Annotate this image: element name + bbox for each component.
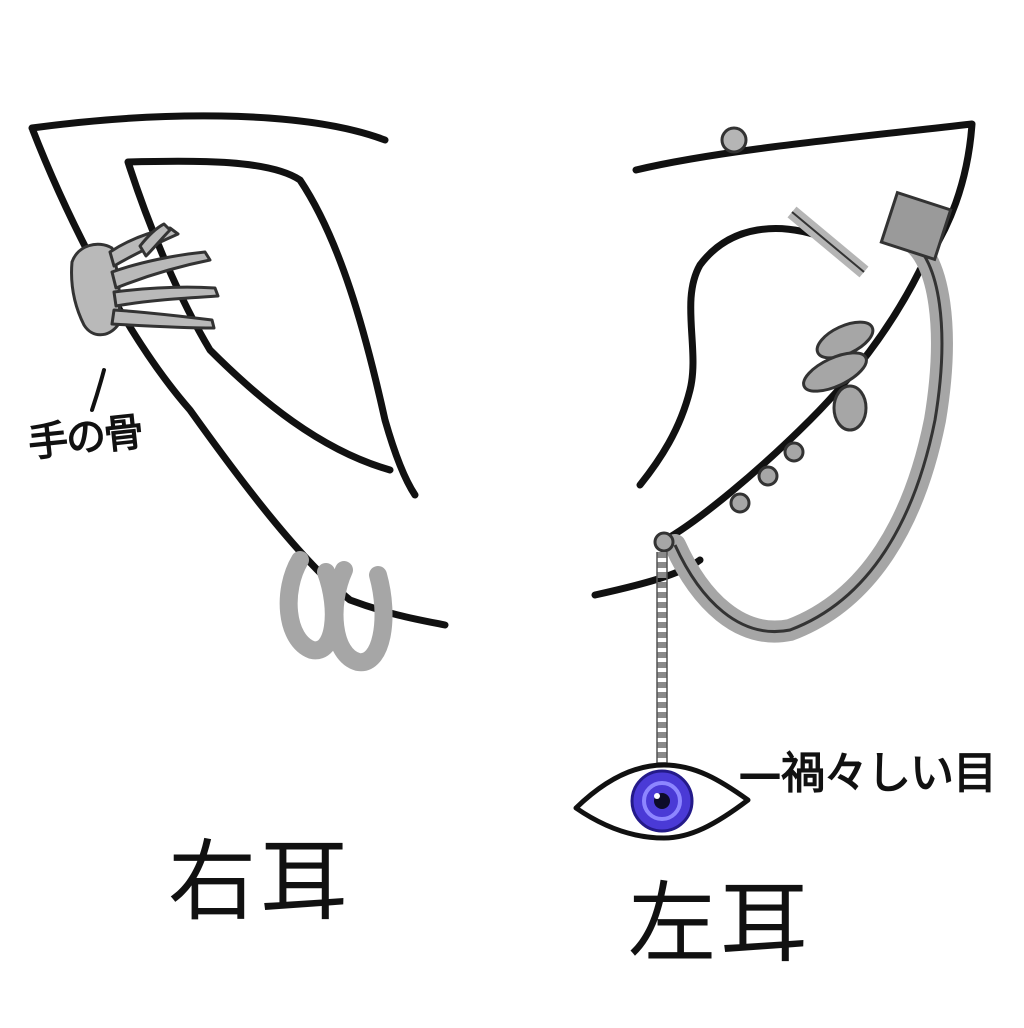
bone-thumb — [138, 222, 172, 258]
bone-label-pointer — [90, 368, 106, 412]
eye-iris-ring — [642, 781, 682, 821]
right-ear — [28, 112, 449, 629]
skeleton-hand-cuff — [70, 222, 220, 337]
stacked-rings — [802, 320, 875, 432]
left-ear-top-rim — [632, 120, 976, 274]
dot-stud-3 — [729, 492, 751, 514]
stacked-ring-2 — [802, 351, 868, 393]
eye-highlight — [654, 793, 660, 799]
conch-hoop-outline — [673, 238, 944, 633]
right-ear-outer-rim — [28, 112, 449, 629]
conch-hoop-clasp — [879, 190, 953, 262]
bone-finger-3 — [112, 285, 220, 308]
stacked-ring-3 — [832, 384, 868, 432]
industrial-bar-outline — [791, 211, 865, 273]
hoop-earring-2 — [325, 561, 393, 672]
right-ear-inner-helix — [124, 157, 419, 499]
dot-stud-1 — [783, 441, 805, 463]
top-stud — [720, 126, 748, 154]
label-left-ear: 左耳 — [628, 872, 813, 975]
bone-finger-4 — [110, 308, 216, 330]
double-hoop-earrings — [279, 551, 393, 672]
conch-hoop — [664, 190, 953, 643]
label-hand-bone: 手の骨 — [25, 409, 145, 467]
eye-charm — [573, 762, 751, 841]
label-right-ear: 右耳 — [168, 830, 353, 933]
chain — [653, 531, 675, 770]
left-ear — [591, 120, 976, 599]
dot-stud-2 — [757, 465, 779, 487]
left-ear-antihelix — [661, 266, 924, 544]
bone-finger-2 — [110, 250, 212, 290]
chain-outline — [656, 552, 668, 770]
dot-studs — [729, 441, 805, 514]
left-ear-inner-fold — [636, 225, 834, 489]
chain-anchor — [653, 531, 675, 553]
label-ominous-eye: —禍々しい目 — [738, 748, 997, 799]
